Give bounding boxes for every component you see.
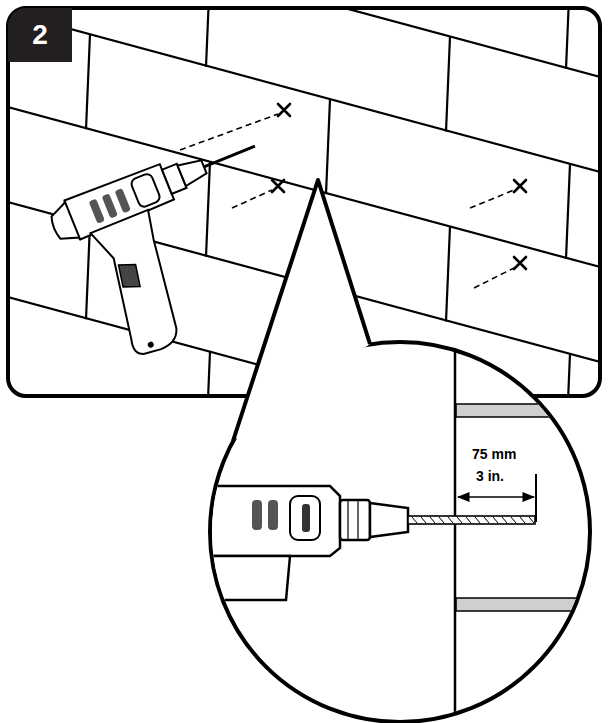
grout-line (206, 352, 210, 394)
bit-flute (430, 517, 435, 523)
step-number: 2 (32, 19, 48, 51)
bit-flute (475, 517, 480, 523)
dimension-text: 3 in. (474, 468, 506, 484)
grout-line (566, 10, 570, 69)
bit-flute (412, 517, 417, 523)
dimension-text: 75 mm (470, 446, 518, 462)
bit-flute (520, 517, 525, 523)
bit-flute (484, 517, 489, 523)
bit-flute (502, 517, 507, 523)
grout-line (206, 162, 210, 257)
grout-line (86, 224, 90, 319)
grout-line (10, 10, 598, 177)
step-badge: 2 (8, 8, 72, 62)
bit-flute (466, 517, 471, 523)
grout-line (446, 37, 450, 132)
bit-flute (511, 517, 516, 523)
grout-line (566, 354, 570, 394)
grout-line (10, 10, 598, 82)
grout-line (566, 164, 570, 259)
grout-line (206, 10, 210, 67)
bit-flute (448, 517, 453, 523)
bit-flute (439, 517, 444, 523)
grout-line (326, 99, 330, 194)
bit-flute (457, 517, 462, 523)
bit-flute (493, 517, 498, 523)
bit-flute (529, 517, 534, 523)
grout-line (86, 34, 90, 129)
bit-flute (421, 517, 426, 523)
grout-line (446, 227, 450, 322)
